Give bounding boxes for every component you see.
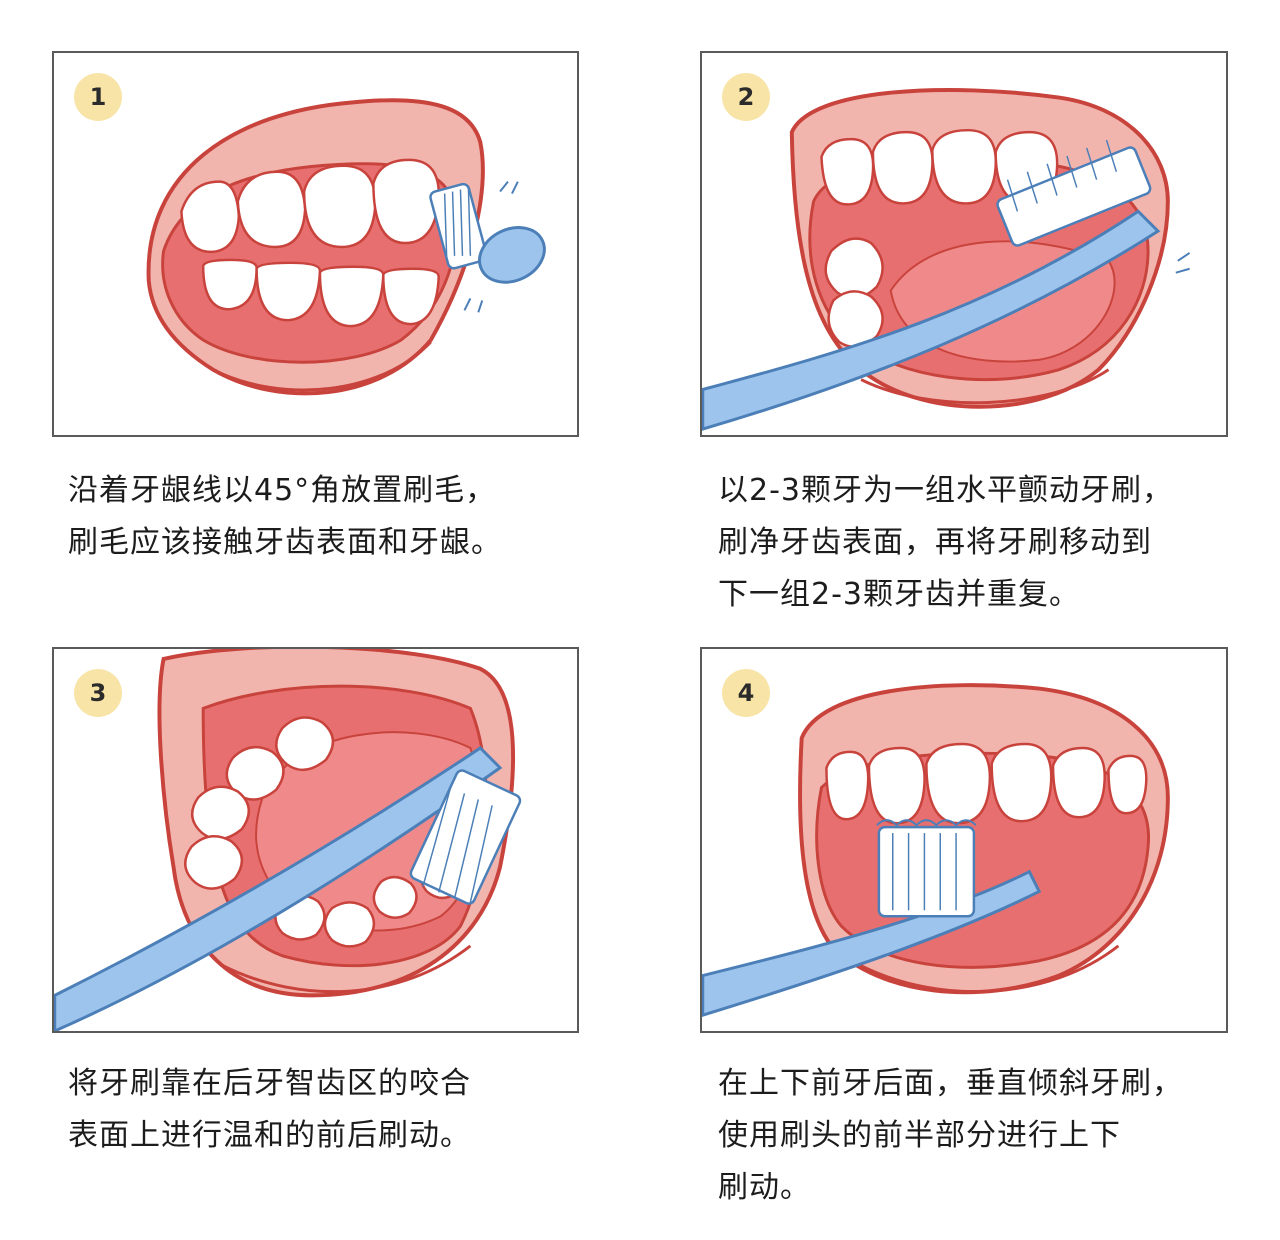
step-2-illustration-panel: 2 bbox=[700, 51, 1228, 437]
caption-line: 下一组2-3颗牙齿并重复。 bbox=[718, 577, 1080, 612]
toothbrush bbox=[54, 746, 522, 1031]
step-number-badge: 3 bbox=[74, 669, 122, 717]
step-1-illustration-panel: 1 bbox=[52, 51, 579, 437]
step-3-caption: 将牙刷靠在后牙智齿区的咬合 表面上进行温和的前后刷动。 bbox=[68, 1058, 471, 1162]
toothbrush-head bbox=[429, 181, 546, 313]
mouth-illustration-back-teeth bbox=[54, 649, 522, 1031]
caption-line: 刷净牙齿表面，再将牙刷移动到 bbox=[718, 525, 1152, 560]
mouth-illustration-open-view bbox=[702, 88, 1191, 431]
toothbrush bbox=[702, 819, 1042, 1017]
caption-line: 将牙刷靠在后牙智齿区的咬合 bbox=[68, 1066, 471, 1101]
step-number-badge: 4 bbox=[722, 669, 770, 717]
step-4-illustration-panel: 4 bbox=[700, 647, 1228, 1033]
mouth-illustration-front-teeth bbox=[702, 683, 1170, 1017]
caption-line: 刷毛应该接触牙齿表面和牙龈。 bbox=[68, 525, 502, 560]
upper-teeth bbox=[825, 742, 1148, 825]
lower-teeth bbox=[201, 258, 440, 328]
step-4-caption: 在上下前牙后面，垂直倾斜牙刷， 使用刷头的前半部分进行上下 刷动。 bbox=[718, 1058, 1183, 1214]
caption-line: 沿着牙龈线以45°角放置刷毛， bbox=[68, 473, 497, 508]
caption-line: 以2-3颗牙为一组水平颤动牙刷， bbox=[718, 473, 1173, 508]
upper-teeth bbox=[180, 158, 440, 254]
step-3-illustration-panel: 3 bbox=[52, 647, 579, 1033]
caption-line: 刷动。 bbox=[718, 1170, 811, 1205]
step-1-caption: 沿着牙龈线以45°角放置刷毛， 刷毛应该接触牙齿表面和牙龈。 bbox=[68, 465, 502, 569]
caption-line: 表面上进行温和的前后刷动。 bbox=[68, 1118, 471, 1153]
step-number-badge: 1 bbox=[74, 73, 122, 121]
caption-line: 在上下前牙后面，垂直倾斜牙刷， bbox=[718, 1066, 1183, 1101]
step-2-caption: 以2-3颗牙为一组水平颤动牙刷， 刷净牙齿表面，再将牙刷移动到 下一组2-3颗牙… bbox=[718, 465, 1173, 621]
molars bbox=[824, 237, 884, 348]
toothbrush bbox=[702, 139, 1191, 431]
step-number-badge: 2 bbox=[722, 73, 770, 121]
mouth-illustration-side-view bbox=[146, 98, 546, 396]
caption-line: 使用刷头的前半部分进行上下 bbox=[718, 1118, 1121, 1153]
